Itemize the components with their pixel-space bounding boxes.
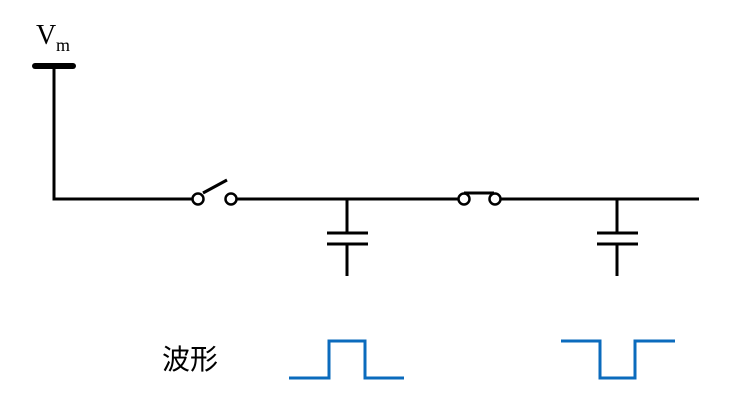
switch-1-terminal-left (191, 192, 205, 206)
switch-1-terminal-right (224, 192, 238, 206)
waveform-1-positive-pulse (289, 339, 404, 380)
supply-label-subscript: m (56, 35, 70, 55)
switch-2-terminal-left (457, 192, 471, 206)
capacitor-1 (327, 199, 368, 276)
switch-1-blade (202, 178, 228, 195)
waveform-2-negative-pulse (561, 339, 675, 380)
switch-2-terminal-right (488, 192, 502, 206)
supply-label: V (36, 20, 56, 51)
switch-1-open (191, 178, 238, 206)
capacitor-2 (597, 199, 638, 276)
waveform-label: 波形 (162, 343, 218, 376)
switch-2-closed (457, 191, 502, 206)
